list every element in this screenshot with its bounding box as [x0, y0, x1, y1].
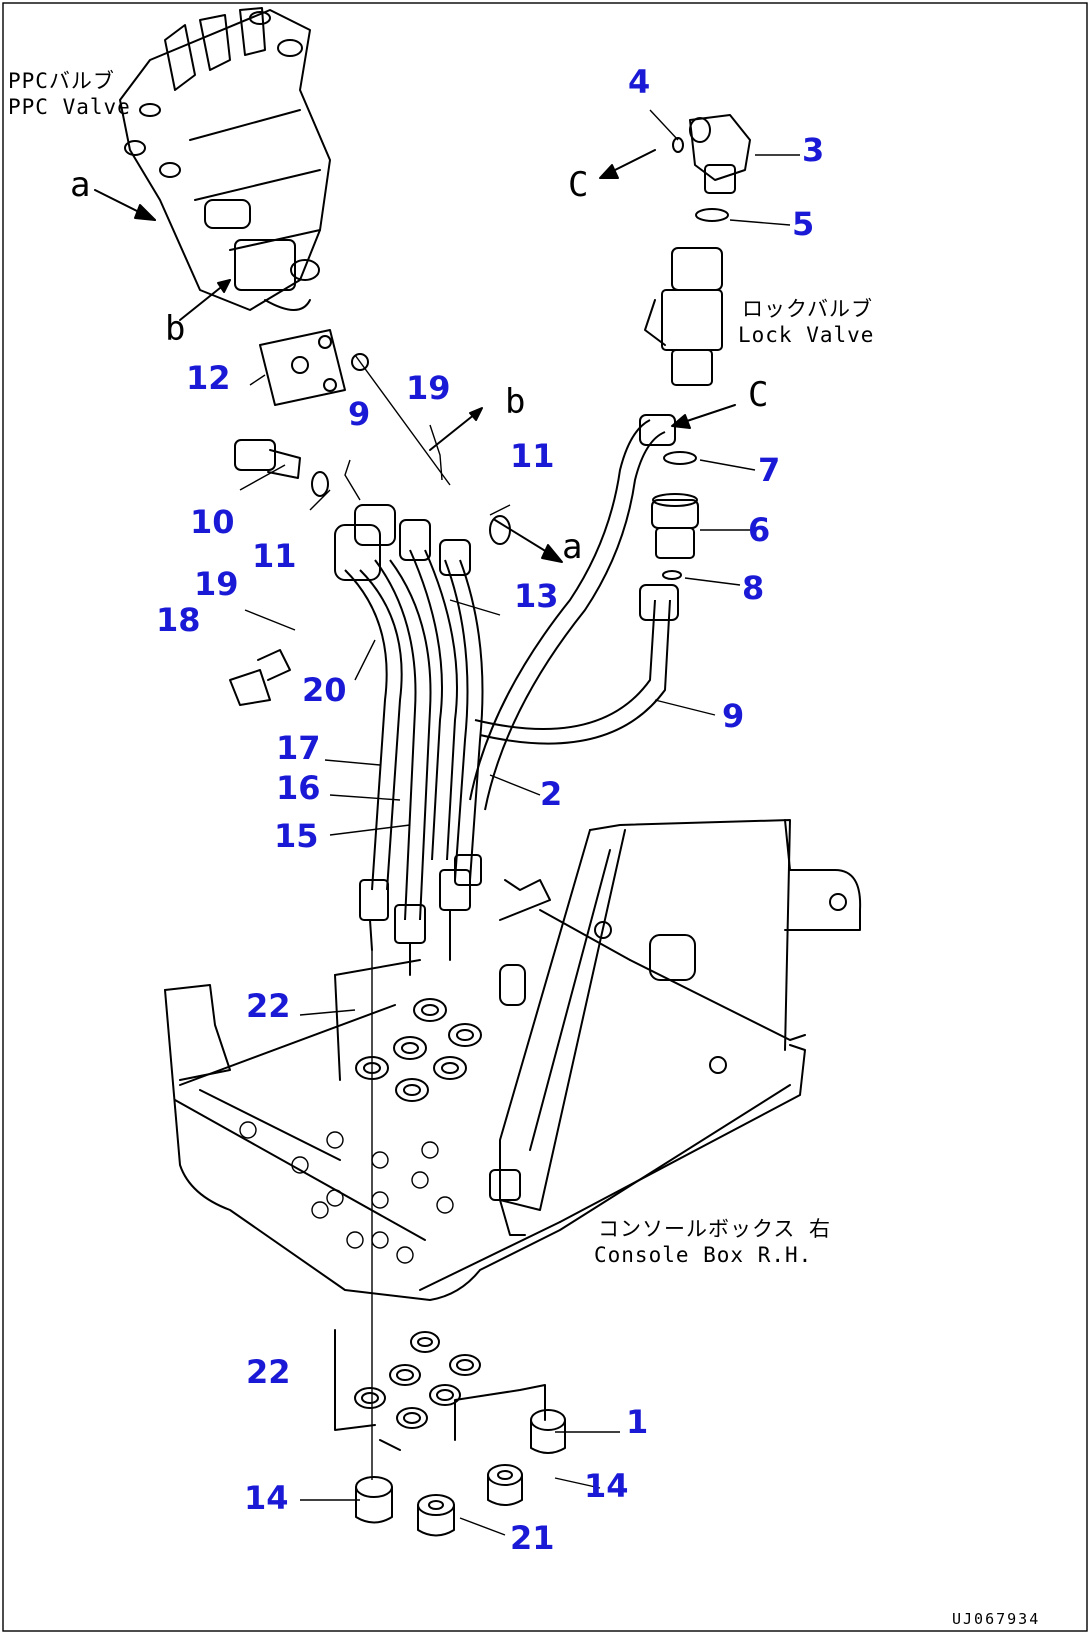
callout-13: 13: [514, 577, 559, 615]
ppc-valve-label-jp: PPCバルブ: [8, 69, 115, 93]
lock-valve-body: [644, 247, 723, 386]
bushing-21: [417, 1494, 455, 1537]
washer-11-right: [489, 515, 511, 545]
adapter-6: [651, 493, 699, 559]
callout-9-lower: 9: [722, 697, 745, 735]
oring-4: [672, 137, 684, 153]
hose-bundle: [344, 419, 671, 921]
ppc-valve-body: [119, 7, 331, 311]
callout-11-left: 11: [252, 537, 297, 575]
callout-6: 6: [748, 511, 771, 549]
callout-22-upper: 22: [246, 987, 291, 1025]
callout-3: 3: [802, 131, 825, 169]
console-box-frame: [164, 819, 862, 1301]
callout-19-upper: 19: [406, 369, 451, 407]
bushing-1: [530, 1409, 566, 1454]
grommet-plate-22-upper: [334, 959, 482, 1102]
console-box-label-en: Console Box R.H.: [594, 1243, 813, 1267]
drawing-code: UJ067934: [952, 1610, 1041, 1628]
bolt-10: [234, 439, 301, 479]
leader-lines: [239, 109, 800, 1536]
callout-8: 8: [742, 569, 765, 607]
callout-14-left: 14: [244, 1479, 289, 1517]
callout-19-lower: 19: [194, 565, 239, 603]
callout-11-right: 11: [510, 437, 555, 475]
callout-4: 4: [628, 63, 651, 101]
oring-5: [695, 208, 729, 222]
callout-5: 5: [792, 205, 815, 243]
hose-end-fittings: [334, 414, 679, 976]
oring-7: [663, 451, 697, 465]
lock-valve-label-jp: ロックバルブ: [742, 297, 873, 321]
console-box-holes: [239, 1121, 454, 1264]
elbow-fitting-3: [689, 114, 751, 194]
callout-16: 16: [276, 769, 321, 807]
callout-1: 1: [626, 1403, 649, 1441]
callout-21: 21: [510, 1519, 555, 1557]
callout-2: 2: [540, 775, 563, 813]
console-box-label-jp: コンソールボックス 右: [598, 1217, 832, 1241]
bolt-18: [229, 649, 291, 706]
reference-arrows: [94, 149, 736, 563]
callout-12: 12: [186, 359, 231, 397]
ref-a-ppc: a: [70, 165, 91, 205]
ref-b-ppc: b: [165, 309, 186, 349]
plate-12: [259, 329, 369, 406]
washer-11-left: [311, 471, 329, 497]
ref-a-hose: a: [562, 527, 583, 567]
ref-c-upper: C: [568, 165, 589, 205]
ppc-valve-label-en: PPC Valve: [8, 95, 131, 119]
callout-15: 15: [274, 817, 319, 855]
callout-22-lower: 22: [246, 1353, 291, 1391]
callout-7: 7: [758, 451, 781, 489]
nut-14-right: [487, 1464, 523, 1506]
callout-18: 18: [156, 601, 201, 639]
lock-valve-label-en: Lock Valve: [738, 323, 875, 347]
callout-20: 20: [302, 671, 347, 709]
callout-9-upper: 9: [348, 395, 371, 433]
ref-c-lower: C: [748, 375, 769, 415]
callout-17: 17: [276, 729, 321, 767]
ref-b-hose: b: [505, 382, 526, 422]
callout-10: 10: [190, 503, 235, 541]
oring-8: [662, 570, 682, 580]
callout-14-right: 14: [584, 1467, 629, 1505]
nut-14-left: [355, 1476, 393, 1524]
grommet-plate-22-lower: [334, 1329, 546, 1451]
